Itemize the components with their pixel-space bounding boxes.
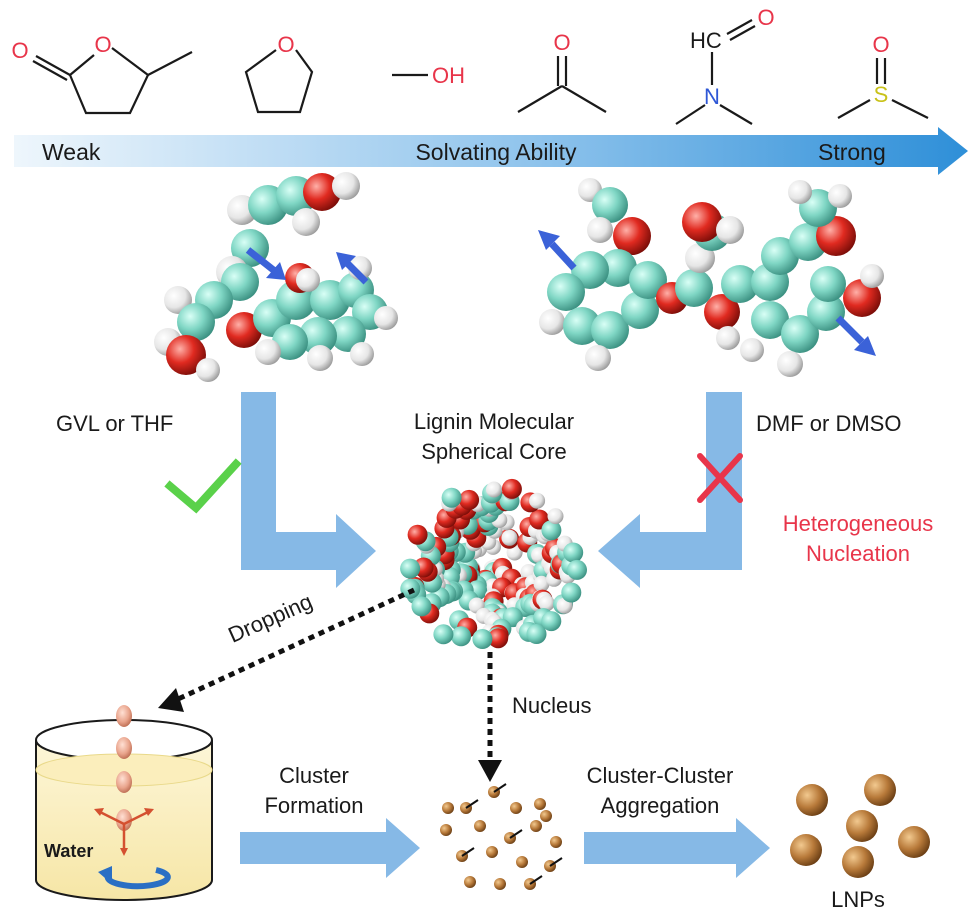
hetero-label-line1: Heterogeneous bbox=[782, 511, 934, 536]
core-atom bbox=[541, 520, 562, 541]
gvl-carbonyl-oxygen: O bbox=[11, 38, 28, 63]
small-cluster bbox=[464, 876, 476, 888]
core-atom bbox=[400, 558, 421, 579]
cluster-motion-arrow bbox=[529, 875, 543, 885]
core-atom bbox=[529, 492, 546, 509]
gvl-thf-label: GVL or THF bbox=[56, 411, 174, 436]
cluster-label-line2: Formation bbox=[264, 793, 364, 818]
cluster-motion-arrow bbox=[465, 799, 479, 809]
cluster-motion-arrow bbox=[509, 829, 523, 839]
core-label-line2: Spherical Core bbox=[421, 439, 567, 464]
small-cluster bbox=[510, 802, 522, 814]
core-atom bbox=[459, 489, 480, 510]
small-cluster bbox=[540, 810, 552, 822]
lignin-molecule-folded bbox=[154, 172, 398, 382]
cluster-motion-arrow bbox=[461, 847, 475, 857]
dmf-hc: HC bbox=[690, 28, 722, 53]
dmf-oxygen: O bbox=[757, 5, 774, 30]
water-beaker bbox=[35, 705, 213, 901]
core-atom bbox=[561, 582, 582, 603]
extension-arrows bbox=[538, 230, 876, 356]
core-atom bbox=[486, 481, 502, 498]
small-cluster bbox=[474, 820, 486, 832]
hetero-label-line2: Nucleation bbox=[806, 541, 910, 566]
cluster-formation-arrow bbox=[240, 818, 420, 878]
dmso-sulfur: S bbox=[874, 82, 889, 107]
small-cluster bbox=[550, 836, 562, 848]
scale-strong-label: Strong bbox=[818, 139, 886, 165]
small-cluster bbox=[442, 802, 454, 814]
core-atom bbox=[400, 578, 421, 599]
cluster-motion-arrow bbox=[549, 857, 563, 867]
thf-structure bbox=[244, 49, 314, 114]
core-atom bbox=[526, 624, 547, 644]
acetone-structure bbox=[517, 56, 607, 113]
acetone-oxygen: O bbox=[553, 30, 570, 55]
gvl-structure bbox=[32, 47, 193, 115]
small-cluster bbox=[486, 846, 498, 858]
small-cluster bbox=[440, 824, 452, 836]
core-atom bbox=[451, 626, 472, 647]
right-flow-arrow bbox=[598, 392, 742, 588]
gvl-ring-oxygen: O bbox=[94, 32, 111, 57]
aggregation-label-line1: Cluster-Cluster bbox=[586, 763, 734, 788]
dropping-arrow-head bbox=[158, 688, 184, 712]
small-clusters bbox=[440, 783, 563, 890]
aggregation-label-line2: Aggregation bbox=[600, 793, 720, 818]
aggregation-arrow bbox=[584, 818, 770, 878]
core-atom bbox=[538, 595, 555, 612]
dmf-dmso-label: DMF or DMSO bbox=[756, 411, 902, 436]
folding-arrows bbox=[245, 247, 369, 285]
dmf-nitrogen: N bbox=[704, 84, 720, 109]
core-atom bbox=[407, 524, 428, 545]
lignin-spherical-core bbox=[400, 478, 587, 649]
small-cluster bbox=[516, 856, 528, 868]
lnp-particles bbox=[790, 774, 930, 878]
core-atom bbox=[441, 487, 462, 508]
small-cluster bbox=[534, 798, 546, 810]
nucleus-label: Nucleus bbox=[512, 693, 592, 718]
lnps-label: LNPs bbox=[831, 887, 885, 912]
small-cluster bbox=[530, 820, 542, 832]
methanol-oh: OH bbox=[432, 63, 465, 88]
core-atom bbox=[547, 508, 564, 525]
small-cluster bbox=[494, 878, 506, 890]
core-atom bbox=[501, 529, 518, 546]
core-atom bbox=[472, 629, 493, 649]
cluster-motion-arrow bbox=[493, 783, 507, 793]
core-label-line1: Lignin Molecular bbox=[413, 409, 575, 434]
scale-middle-label: Solvating Ability bbox=[415, 139, 577, 165]
check-icon bbox=[164, 458, 242, 514]
core-atom bbox=[533, 575, 550, 592]
core-atom bbox=[541, 611, 562, 632]
nucleus-arrow-head bbox=[478, 760, 502, 782]
core-atom bbox=[488, 628, 509, 649]
dmso-oxygen: O bbox=[872, 32, 889, 57]
lignin-molecule-extended bbox=[539, 178, 884, 377]
solvating-ability-arrow bbox=[14, 127, 968, 175]
thf-oxygen: O bbox=[277, 32, 294, 57]
cluster-label-line1: Cluster bbox=[279, 763, 349, 788]
core-atom bbox=[563, 542, 584, 563]
core-atom bbox=[567, 559, 587, 580]
core-atom bbox=[411, 596, 432, 617]
water-label: Water bbox=[44, 841, 94, 861]
dmf-structure bbox=[675, 19, 756, 125]
core-atom bbox=[501, 478, 522, 499]
core-atom bbox=[433, 624, 454, 645]
cross-icon bbox=[697, 453, 743, 503]
dmso-structure bbox=[837, 58, 929, 119]
left-flow-arrow bbox=[241, 392, 376, 588]
scale-weak-label: Weak bbox=[42, 139, 101, 165]
